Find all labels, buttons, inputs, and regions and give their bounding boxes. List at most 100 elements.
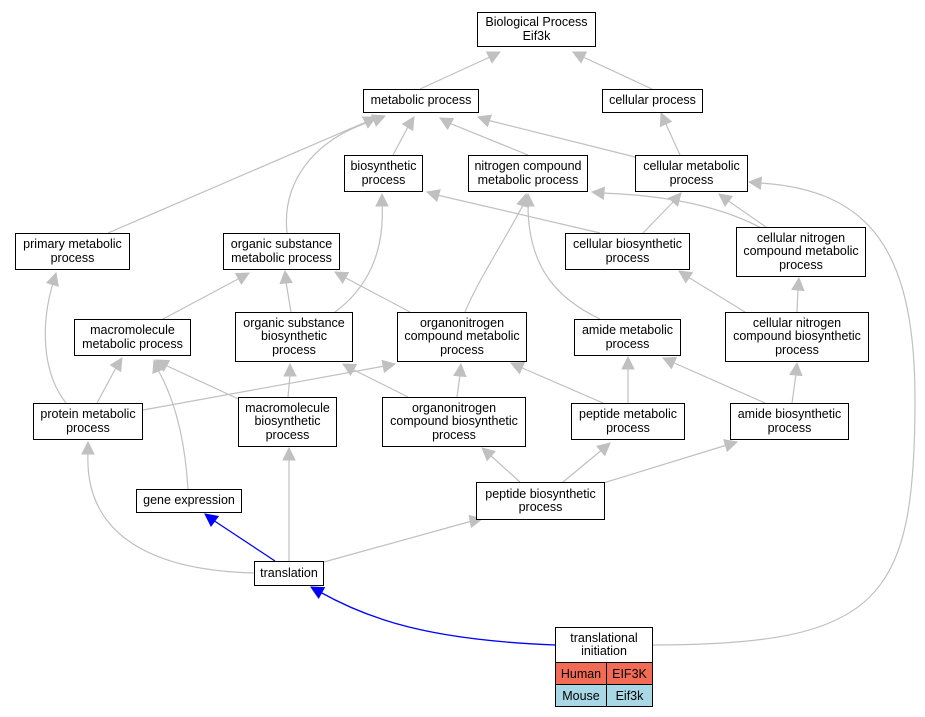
node-translational-initiation[interactable]: translational initiation Human EIF3K Mou… xyxy=(555,627,653,707)
node-protein-metabolic-process[interactable]: protein metabolic process xyxy=(33,403,143,440)
edge-cellbio-to-cellmetab xyxy=(642,199,676,234)
edge-orgsubbio-to-biosynthetic xyxy=(334,203,383,313)
edge-protein-to-macro xyxy=(96,365,118,404)
edge-peptidemet-to-organo xyxy=(519,366,604,404)
edge-cellnitro-to-nitrogen xyxy=(601,192,766,231)
edge-cnbio-to-cellnitro xyxy=(796,288,799,313)
node-macromolecule-biosynthetic-process[interactable]: macromolecule biosynthetic process xyxy=(238,397,337,447)
gene-mouse: Eif3k xyxy=(606,684,653,707)
edge-cellbio-to-biosynthetic-arrowhead xyxy=(425,189,441,203)
edge-peptidemet-to-amide-arrowhead xyxy=(621,355,635,370)
edge-macrobio-to-orgsubbio-arrowhead xyxy=(283,362,297,377)
edge-macrobio-to-orgsubbio xyxy=(287,374,291,398)
node-cellular-nitrogen-compound-biosynthetic-process[interactable]: cellular nitrogen compound biosynthetic … xyxy=(725,312,869,362)
edge-organo-to-nitrogen xyxy=(464,204,524,313)
edge-organobio-to-orgsubbio xyxy=(351,368,409,398)
edge-cellular-to-root xyxy=(582,56,653,90)
edge-geneexp-to-macro xyxy=(157,369,189,490)
edge-nitrogen-to-metabolic xyxy=(448,122,529,156)
edge-protein-to-organo-arrowhead xyxy=(381,359,397,374)
edge-orgsub-to-metabolic-arrowhead xyxy=(370,114,387,127)
edge-peptidemet-to-organo-arrowhead xyxy=(509,361,526,375)
edge-organobio-to-organo-arrowhead xyxy=(453,362,467,378)
edge-biosynthetic-to-metabolic-arrowhead xyxy=(401,116,415,132)
edge-organo-to-orgsub-arrowhead xyxy=(334,271,350,285)
node-organonitrogen-compound-biosynthetic-process[interactable]: organonitrogen compound biosynthetic pro… xyxy=(382,397,526,447)
edge-geneexp-to-macro-arrowhead xyxy=(152,358,165,375)
species-human: Human xyxy=(555,662,607,685)
edge-orgsubbio-to-orgsub-arrowhead xyxy=(279,269,293,285)
edge-macro-to-orgsub xyxy=(162,277,241,320)
edge-orgsubbio-to-biosynthetic-arrowhead xyxy=(375,192,389,207)
node-amide-biosynthetic-process[interactable]: amide biosynthetic process xyxy=(730,403,849,440)
edge-init-to-cellmetab-arrowhead xyxy=(747,176,763,190)
edge-biosynthetic-to-metabolic xyxy=(392,124,410,156)
translational-initiation-label: translational initiation xyxy=(555,627,653,663)
node-cellular-nitrogen-compound-metabolic-process[interactable]: cellular nitrogen compound metabolic pro… xyxy=(736,227,866,277)
edge-cellmetab-to-cellular-arrowhead xyxy=(659,111,673,128)
edge-cellmetab-to-metabolic xyxy=(486,119,636,158)
edge-organobio-to-orgsubbio-arrowhead xyxy=(342,363,358,377)
edge-peptidebio-to-organobio xyxy=(489,454,521,483)
edge-peptidebio-to-peptidemet-arrowhead xyxy=(596,442,611,457)
edge-init-to-translation xyxy=(319,591,556,646)
edge-protein-to-organo xyxy=(142,365,386,411)
edge-macrobio-to-macro xyxy=(164,364,246,403)
edge-peptidebio-to-amidebio xyxy=(599,444,728,485)
node-peptide-biosynthetic-process[interactable]: peptide biosynthetic process xyxy=(476,482,605,520)
edge-protein-to-primary xyxy=(44,282,67,404)
edge-translation-to-geneexp xyxy=(212,519,276,562)
edge-cellular-to-root-arrowhead xyxy=(572,51,588,64)
node-macromolecule-metabolic-process[interactable]: macromolecule metabolic process xyxy=(74,319,191,356)
node-organic-substance-biosynthetic-process[interactable]: organic substance biosynthetic process xyxy=(235,312,353,362)
edge-amidebio-to-amide xyxy=(671,361,766,404)
edge-cellnitro-to-cellmetab-arrowhead xyxy=(718,193,734,207)
edge-cnbio-to-cellbio-arrowhead xyxy=(678,270,694,284)
edge-cellmetab-to-cellular xyxy=(664,121,681,156)
node-cellular-process[interactable]: cellular process xyxy=(602,89,703,113)
edge-cnbio-to-cellnitro-arrowhead xyxy=(791,276,805,292)
edge-peptidebio-to-peptidemet xyxy=(562,448,604,483)
edge-amide-to-nitrogen xyxy=(527,204,601,320)
node-organic-substance-metabolic-process[interactable]: organic substance metabolic process xyxy=(223,233,340,270)
node-biosynthetic-process[interactable]: biosynthetic process xyxy=(344,155,423,192)
node-amide-metabolic-process[interactable]: amide metabolic process xyxy=(574,319,681,356)
edge-primary-to-metabolic xyxy=(107,121,367,234)
edge-cellmetab-to-metabolic-arrowhead xyxy=(476,114,493,128)
edge-orgsub-to-metabolic xyxy=(285,119,376,234)
edge-organo-to-orgsub xyxy=(343,276,411,313)
edge-metabolic-to-root-arrowhead xyxy=(485,51,501,64)
edge-amidebio-to-cnbio-arrowhead xyxy=(789,361,803,377)
node-translation[interactable]: translation xyxy=(254,561,324,586)
edge-protein-to-macro-arrowhead xyxy=(109,357,123,373)
node-primary-metabolic-process[interactable]: primary metabolic process xyxy=(15,233,130,270)
edge-translation-to-macrobio-arrowhead xyxy=(282,446,296,461)
edge-cellbio-to-cellmetab-arrowhead xyxy=(667,192,682,207)
edge-amidebio-to-amide-arrowhead xyxy=(661,356,678,370)
edge-peptidebio-to-organobio-arrowhead xyxy=(481,447,496,462)
species-mouse: Mouse xyxy=(555,684,607,707)
edge-translation-to-peptidebio xyxy=(323,520,473,563)
node-cellular-biosynthetic-process[interactable]: cellular biosynthetic process xyxy=(565,233,690,270)
node-peptide-metabolic-process[interactable]: peptide metabolic process xyxy=(571,403,685,440)
edge-translation-to-protein-arrowhead xyxy=(81,440,95,455)
edge-nitrogen-to-metabolic-arrowhead xyxy=(439,117,455,131)
edge-protein-to-primary-arrowhead xyxy=(45,271,59,287)
edge-orgsubbio-to-orgsub xyxy=(285,281,292,313)
node-cellular-metabolic-process[interactable]: cellular metabolic process xyxy=(635,155,748,192)
edge-cnbio-to-cellbio xyxy=(687,276,746,313)
edge-peptidebio-to-amidebio-arrowhead xyxy=(723,439,739,453)
edge-organobio-to-organo xyxy=(456,374,461,398)
edge-translation-to-geneexp-arrowhead xyxy=(204,513,220,527)
node-nitrogen-compound-metabolic-process[interactable]: nitrogen compound metabolic process xyxy=(468,155,588,192)
edge-amidebio-to-cnbio xyxy=(791,373,797,404)
edge-cellnitro-to-nitrogen-arrowhead xyxy=(590,186,606,201)
edge-macro-to-orgsub-arrowhead xyxy=(234,272,250,286)
node-metabolic-process[interactable]: metabolic process xyxy=(363,89,479,113)
node-biological-process[interactable]: Biological Process Eif3k xyxy=(477,12,596,47)
edge-translation-to-protein xyxy=(87,452,255,574)
node-organonitrogen-compound-metabolic-process[interactable]: organonitrogen compound metabolic proces… xyxy=(397,312,527,362)
node-gene-expression[interactable]: gene expression xyxy=(136,489,242,513)
edge-init-to-translation-arrowhead xyxy=(310,586,326,600)
